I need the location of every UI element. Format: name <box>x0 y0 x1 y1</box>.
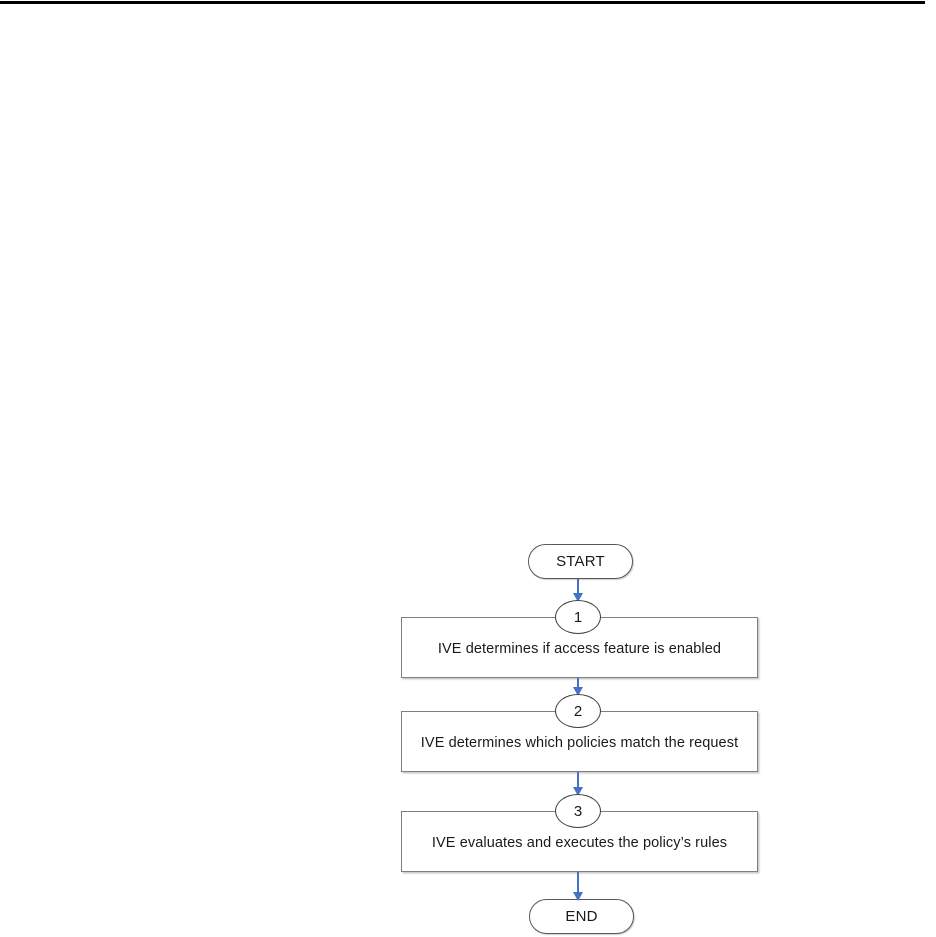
connector-step-1-to-step-2 <box>571 678 587 696</box>
step-badge-2-number: 2 <box>573 702 583 720</box>
connector-step-2-to-step-3 <box>571 772 587 796</box>
step-badge-2: 2 <box>555 694 601 728</box>
flow-node-end: END <box>529 899 634 934</box>
arrowhead-icon <box>573 892 583 901</box>
step-badge-1-number: 1 <box>573 608 583 626</box>
flow-node-start: START <box>528 544 633 579</box>
connector-shaft <box>577 678 579 695</box>
flow-node-end-label: END <box>565 908 598 925</box>
step-badge-3-number: 3 <box>573 802 583 820</box>
flow-node-step-3-label: IVE evaluates and executes the policy’s … <box>431 834 728 851</box>
connector-shaft <box>577 872 579 900</box>
flow-node-step-2-label: IVE determines which policies match the … <box>420 734 739 751</box>
arrowhead-icon <box>573 593 583 602</box>
connector-shaft <box>577 579 579 601</box>
flow-node-step-1-label: IVE determines if access feature is enab… <box>437 640 722 657</box>
arrowhead-icon <box>573 787 583 796</box>
step-badge-1: 1 <box>555 600 601 634</box>
connector-start-to-step-1 <box>571 579 587 602</box>
arrowhead-icon <box>573 687 583 696</box>
flow-node-start-label: START <box>556 553 605 570</box>
connector-step-3-to-end <box>571 872 587 901</box>
step-badge-3: 3 <box>555 794 601 828</box>
page-top-rule <box>0 1 925 4</box>
connector-shaft <box>577 772 579 795</box>
